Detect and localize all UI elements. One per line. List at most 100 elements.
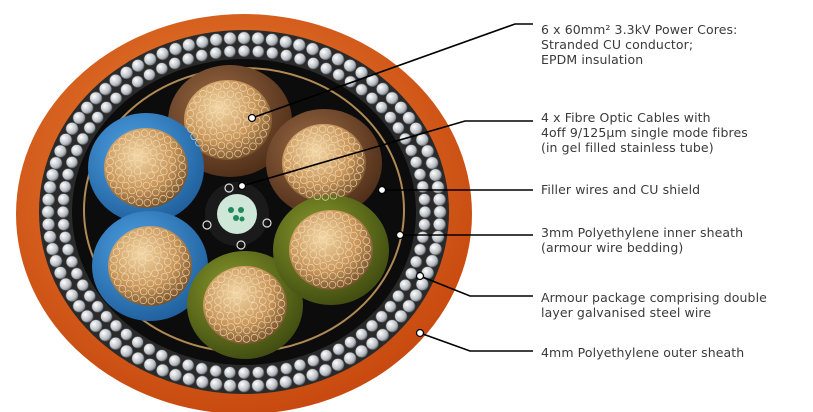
armour-wire <box>156 364 168 376</box>
armour-wire <box>308 355 320 367</box>
armour-wire <box>410 289 422 301</box>
armour-wire <box>42 206 54 218</box>
armour-wire <box>144 359 156 371</box>
armour-wire <box>419 206 431 218</box>
armour-wire <box>414 244 426 256</box>
armour-wire <box>50 255 62 267</box>
armour-wire <box>62 169 74 181</box>
callout-filler-wires: Filler wires and CU shield <box>541 182 700 197</box>
armour-wire <box>344 352 356 364</box>
armour-wire <box>156 63 168 75</box>
armour-wire <box>267 365 279 377</box>
armour-wire <box>417 231 429 243</box>
armour-wire <box>224 379 236 391</box>
armour-wire <box>196 376 208 388</box>
armour-wire <box>59 278 71 290</box>
armour-wire <box>393 122 405 134</box>
armour-wire <box>196 363 208 375</box>
armour-wire <box>66 156 78 168</box>
armour-wire <box>169 355 181 367</box>
armour-wire <box>252 379 264 391</box>
armour-wire <box>403 112 415 124</box>
armour-wire <box>432 181 444 193</box>
callout-line: (in gel filled stainless tube) <box>541 140 748 155</box>
callout-armour: Armour package comprising double layer g… <box>541 290 767 320</box>
power-core-right <box>273 195 389 305</box>
armour-wire <box>280 376 292 388</box>
armour-wire <box>84 290 96 302</box>
armour-wire <box>110 92 122 104</box>
armour-wire <box>293 39 305 51</box>
armour-wire <box>421 145 433 157</box>
armour-wire <box>356 84 368 96</box>
armour-wire <box>59 134 71 146</box>
armour-wire <box>156 350 168 362</box>
armour-wire <box>99 83 111 95</box>
armour-wire <box>120 67 132 79</box>
armour-wire <box>46 243 58 255</box>
armour-wire <box>101 311 113 323</box>
armour-wire <box>210 378 222 390</box>
armour-wire <box>50 157 62 169</box>
armour-wire <box>400 279 412 291</box>
callout-line: Armour package comprising double <box>541 290 767 305</box>
callout-line: Filler wires and CU shield <box>541 182 700 197</box>
armour-wire <box>356 329 368 341</box>
armour-wire <box>73 300 85 312</box>
armour-wire <box>196 50 208 62</box>
callout-power-cores: 6 x 60mm² 3.3kV Power Cores: Stranded CU… <box>541 22 737 67</box>
armour-wire <box>77 279 89 291</box>
armour-wire <box>333 344 345 356</box>
armour-wire <box>386 320 398 332</box>
armour-wire <box>414 169 426 181</box>
armour-wire <box>120 345 132 357</box>
armour-wire <box>66 256 78 268</box>
armour-wire <box>416 278 428 290</box>
callout-outer-sheath: 4mm Polyethylene outer sheath <box>541 345 744 360</box>
callout-line: Stranded CU conductor; <box>541 37 737 52</box>
armour-wire <box>238 367 250 379</box>
armour-wire <box>308 58 320 70</box>
armour-wire <box>59 181 71 193</box>
armour-wire <box>238 380 250 392</box>
armour-wire <box>81 310 93 322</box>
armour-wire <box>376 311 388 323</box>
armour-wire <box>294 53 306 65</box>
armour-wire <box>183 373 195 385</box>
armour-wire <box>306 369 318 381</box>
armour-wire <box>121 329 133 341</box>
armour-wire <box>376 102 388 114</box>
armour-wire <box>266 34 278 46</box>
callout-line: 4off 9/125μm single mode fibres <box>541 125 748 140</box>
armour-wire <box>109 337 121 349</box>
armour-wire <box>410 256 422 268</box>
armour-wire <box>71 145 83 157</box>
callout-line: 4 x Fibre Optic Cables with <box>541 110 748 125</box>
callout-line: 4mm Polyethylene outer sheath <box>541 345 744 360</box>
armour-wire <box>182 53 194 65</box>
armour-wire <box>344 59 356 71</box>
callout-line: layer galvanised steel wire <box>541 305 767 320</box>
armour-wire <box>426 157 438 169</box>
armour-wire <box>417 181 429 193</box>
armour-wire <box>345 337 357 349</box>
armour-wire <box>90 92 102 104</box>
armour-wire <box>281 363 293 375</box>
armour-wire <box>252 32 264 44</box>
armour-wire <box>332 53 344 65</box>
armour-wire <box>169 369 181 381</box>
armour-wire <box>183 39 195 51</box>
armour-wire <box>434 206 446 218</box>
armour-wire <box>238 45 250 57</box>
armour-wire <box>332 359 344 371</box>
armour-wire <box>376 329 388 341</box>
armour-wire <box>419 194 431 206</box>
armour-wire <box>44 181 56 193</box>
armour-wire <box>320 63 332 75</box>
armour-wire <box>182 359 194 371</box>
armour-wire <box>433 193 445 205</box>
armour-wire <box>410 156 422 168</box>
armour-wire <box>403 300 415 312</box>
armour-wire <box>132 337 144 349</box>
armour-wire <box>395 310 407 322</box>
